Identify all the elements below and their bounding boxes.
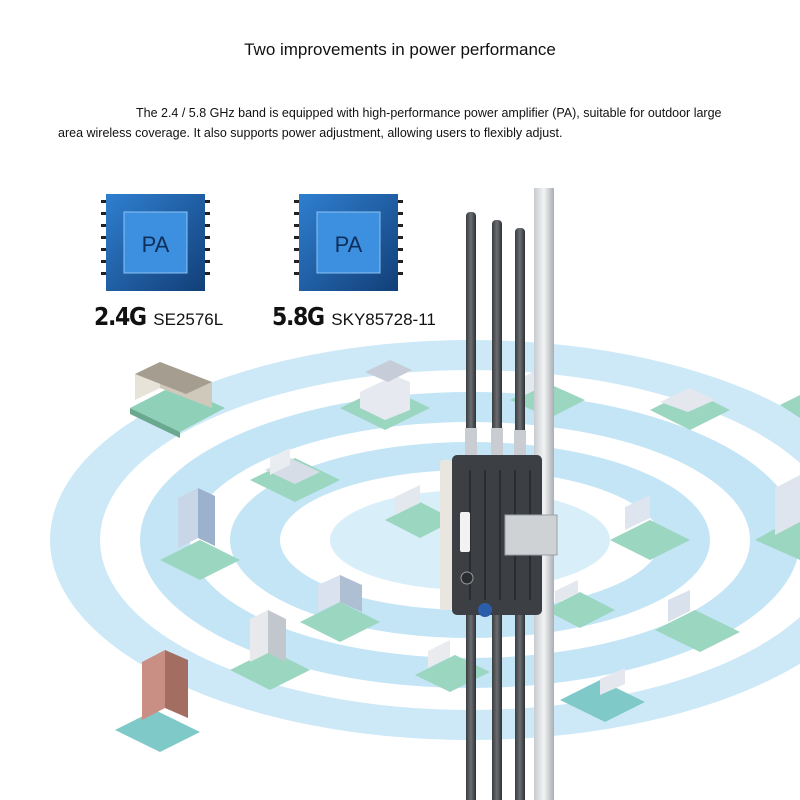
building-icon [340,360,430,430]
chip-icon: PA [294,194,403,291]
part-number: SE2576L [153,310,224,329]
building-icon [230,610,310,690]
building-icon [160,488,240,580]
building-icon [130,362,225,438]
description: The 2.4 / 5.8 GHz band is equipped with … [58,106,722,140]
band-label: 2.4G [94,302,147,331]
band-label: 5.8G [272,302,325,331]
building-icon [250,448,340,502]
building-icon [115,650,200,752]
building-icon [385,485,455,538]
part-number: SKY85728-11 [331,310,436,329]
chip-text: PA [142,232,170,257]
chip-icon: PA [101,194,210,291]
building-icon [560,668,645,722]
building-icon [655,590,740,652]
antenna-pole-icon [465,188,554,800]
page-title: Two improvements in power performance [244,40,556,59]
chip-text: PA [335,232,363,257]
building-icon [300,575,380,642]
building-icon [755,475,800,560]
chip-label-5g: 5.8G SKY85728-11 [272,302,436,331]
building-icon [650,388,730,430]
access-point-icon [440,455,558,617]
building-icon [610,495,690,560]
building-icon [545,580,615,628]
building-icon [780,395,800,418]
chip-label-2g: 2.4G SE2576L [94,302,223,331]
